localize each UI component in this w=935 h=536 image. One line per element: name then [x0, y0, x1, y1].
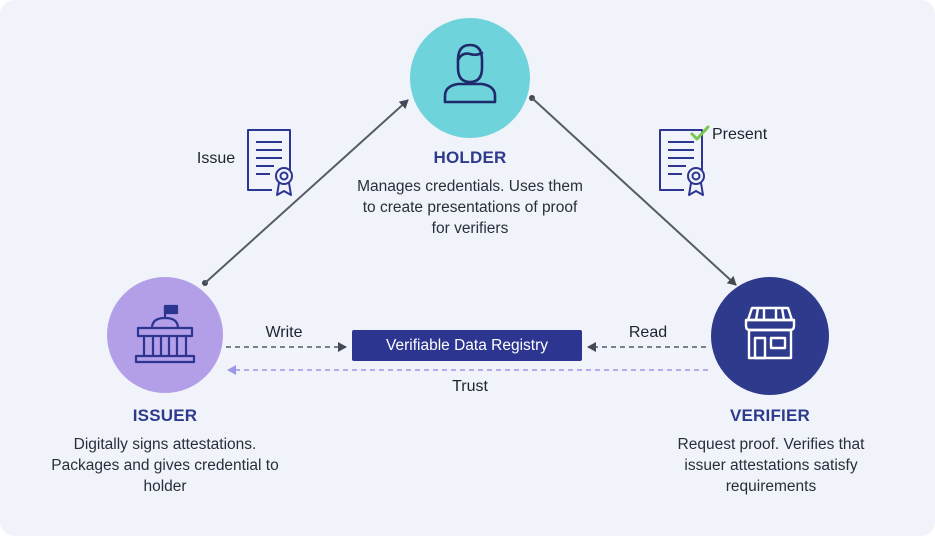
- verifier-description: Request proof. Verifies that issuer atte…: [677, 436, 865, 495]
- issuer-node: [107, 277, 223, 393]
- issuer-title: ISSUER: [132, 406, 198, 425]
- holder-description: Manages credentials. Uses them to create…: [357, 178, 583, 237]
- issue-arrow: [202, 99, 409, 286]
- read-label: Read: [628, 324, 668, 341]
- verifier-node: [711, 277, 829, 395]
- trust-label: Trust: [452, 378, 488, 395]
- person-icon: [443, 43, 497, 104]
- issuer-description: Digitally signs attestations. Packages a…: [51, 436, 279, 495]
- verified-certificate-icon: [659, 125, 710, 196]
- check-icon: [690, 125, 710, 141]
- issue-label: Issue: [196, 150, 236, 167]
- present-arrow: [529, 95, 737, 286]
- government-building-icon: [134, 304, 196, 364]
- holder-title: HOLDER: [433, 148, 507, 167]
- holder-node: [410, 18, 530, 138]
- write-label: Write: [265, 324, 303, 341]
- certificate-icon: [247, 129, 293, 196]
- verifier-title: VERIFIER: [729, 406, 810, 425]
- present-label: Present: [712, 126, 768, 143]
- verifiable-data-registry: Verifiable Data Registry: [352, 330, 582, 361]
- storefront-icon: [744, 306, 796, 360]
